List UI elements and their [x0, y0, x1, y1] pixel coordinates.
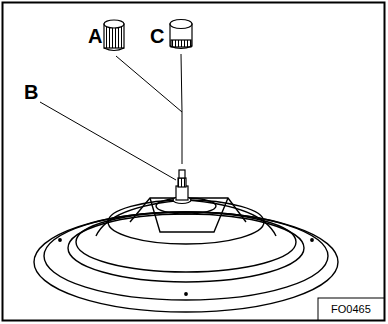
part-letter: C: [150, 26, 164, 46]
valve-stem: [173, 170, 191, 204]
valve-cap-smooth: [170, 20, 192, 49]
leader-lines: [40, 54, 182, 180]
part-letter: B: [24, 82, 38, 102]
part-letter: A: [88, 26, 102, 46]
frame: [3, 3, 385, 321]
wheel: [34, 198, 338, 312]
reference-box: [318, 298, 384, 320]
figure-reference: FO0465: [331, 304, 371, 315]
valve-cap-knurled: [104, 20, 124, 51]
